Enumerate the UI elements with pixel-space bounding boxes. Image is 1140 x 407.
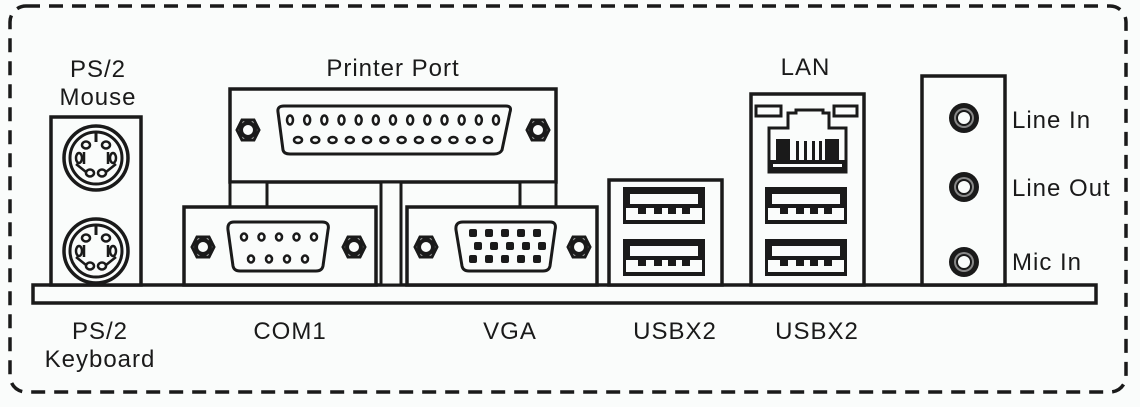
connector-pin <box>300 254 310 264</box>
dashed-border <box>8 4 1128 394</box>
connector-pin <box>430 135 442 145</box>
connector-pin <box>440 114 449 126</box>
connector-pin <box>517 255 525 263</box>
connector-pin <box>361 135 373 145</box>
connector-pin <box>264 254 274 264</box>
printer-port-label: Printer Port <box>326 55 460 82</box>
connector-pin <box>522 242 530 250</box>
connector-pin <box>292 232 301 242</box>
audio-jack-stack <box>920 74 1007 287</box>
connector-pin <box>396 135 407 145</box>
screw-nut-icon <box>413 235 439 259</box>
vga-connector <box>405 205 599 287</box>
ps2-keyboard-label-line1: PS/2 <box>71 318 129 345</box>
screw-nut-icon <box>341 235 367 259</box>
usb-a-icon <box>765 187 847 224</box>
connector-pin <box>327 135 338 145</box>
line-out-label: Line Out <box>1012 175 1111 202</box>
connector-pin <box>482 135 494 145</box>
connector-pin <box>501 229 509 237</box>
db25-parallel-icon <box>276 104 512 156</box>
connector-pin <box>501 255 509 263</box>
ps2-mouse-port-icon <box>62 124 130 192</box>
ps2-keyboard-port-icon <box>62 217 130 285</box>
line-out-jack-icon <box>948 171 980 203</box>
connector-pin <box>344 135 356 145</box>
connector-pin <box>379 135 390 145</box>
usb-pair-1-label: USBX2 <box>633 318 717 345</box>
db15-vga-icon <box>454 220 557 273</box>
connector-pin <box>491 114 501 126</box>
base-plate <box>31 283 1098 305</box>
line-in-label: Line In <box>1012 107 1092 134</box>
printer-port-connector <box>228 87 558 287</box>
connector-pin <box>292 135 304 145</box>
connector-pin <box>309 232 319 242</box>
connector-pin <box>538 242 546 250</box>
connector-pin <box>533 229 541 237</box>
usb-pair-1-connector <box>607 178 724 287</box>
connector-pin <box>465 135 476 145</box>
connector-pin <box>533 255 541 263</box>
connector-pin <box>405 114 415 126</box>
connector-pin <box>485 229 493 237</box>
connector-pin <box>282 254 292 264</box>
ps2-mouse-label: PS/2 Mouse <box>48 56 148 112</box>
screw-nut-icon <box>190 235 216 259</box>
connector-pin <box>285 114 295 126</box>
connector-pin <box>239 232 249 242</box>
lan-label: LAN <box>780 54 831 81</box>
com1-connector <box>182 205 378 287</box>
connector-pin <box>320 114 329 126</box>
com1-label: COM1 <box>253 318 327 345</box>
usb-a-icon <box>623 239 705 276</box>
mic-in-jack-icon <box>948 246 980 278</box>
connector-pin <box>469 229 477 237</box>
connector-pin <box>337 114 346 126</box>
connector-pin <box>506 242 514 250</box>
ps2-keyboard-label-line2: Keyboard <box>44 346 156 373</box>
ps2-connector-stack <box>49 115 143 287</box>
usb-a-icon <box>623 187 705 224</box>
usb-a-icon <box>765 239 847 276</box>
usb-pair-2-label: USBX2 <box>775 318 859 345</box>
lan-usb-connector-stack <box>749 92 866 287</box>
connector-pin <box>257 232 266 242</box>
ps2-mouse-label-line1: PS/2 <box>69 56 127 83</box>
ps2-keyboard-label: PS/2 Keyboard <box>30 318 170 374</box>
connector-pin <box>413 135 425 145</box>
db9-serial-icon <box>226 220 330 273</box>
connector-pin <box>448 135 459 145</box>
connector-pin <box>474 242 482 250</box>
connector-pin <box>474 114 484 126</box>
rj45-icon <box>767 108 848 174</box>
connector-pin <box>246 254 256 264</box>
connector-pin <box>274 232 284 242</box>
connector-pin <box>469 255 477 263</box>
mic-in-label: Mic In <box>1012 249 1083 276</box>
line-in-jack-icon <box>948 102 980 134</box>
connector-pin <box>310 135 321 145</box>
screw-nut-icon <box>525 118 551 142</box>
led-indicator <box>832 104 859 118</box>
connector-pin <box>517 229 525 237</box>
screw-nut-icon <box>235 118 261 142</box>
ps2-mouse-label-line2: Mouse <box>59 84 137 111</box>
connector-pin <box>457 114 466 126</box>
screw-nut-icon <box>566 235 592 259</box>
connector-pin <box>371 114 381 126</box>
connector-pin <box>302 114 312 126</box>
vga-label: VGA <box>483 318 537 345</box>
connector-pin <box>485 255 493 263</box>
connector-pin <box>490 242 498 250</box>
connector-pin <box>354 114 363 126</box>
led-indicator <box>754 104 783 118</box>
connector-pin <box>388 114 398 126</box>
connector-pin <box>423 114 432 126</box>
